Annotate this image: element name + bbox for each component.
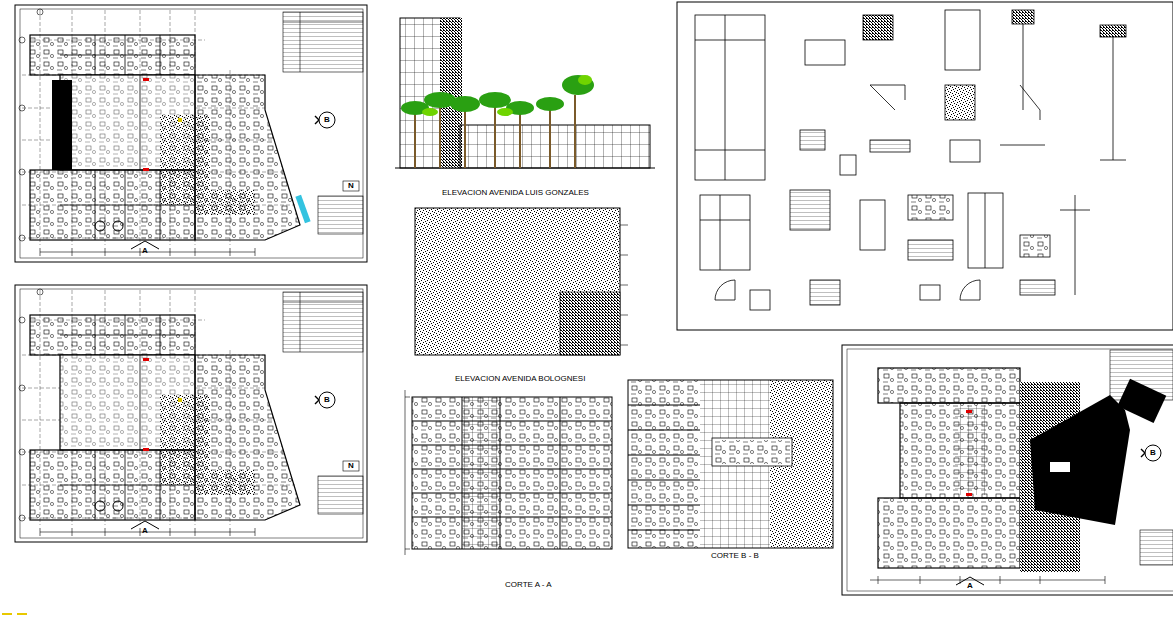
reference-marker: A (142, 247, 148, 255)
view-title: CORTE A - A (505, 581, 552, 589)
reference-marker: B (1150, 449, 1156, 457)
view-title: ELEVACION AVENIDA BOLOGNESI (455, 375, 585, 383)
reference-marker: N (348, 182, 354, 190)
view-title: ELEVACION AVENIDA LUIS GONZALES (442, 189, 589, 197)
reference-marker: B (324, 116, 330, 124)
view-title: CORTE B - B (711, 552, 759, 560)
reference-marker: B (324, 396, 330, 404)
reference-marker: A (967, 582, 973, 590)
reference-marker: A (142, 527, 148, 535)
reference-marker: N (348, 462, 354, 470)
